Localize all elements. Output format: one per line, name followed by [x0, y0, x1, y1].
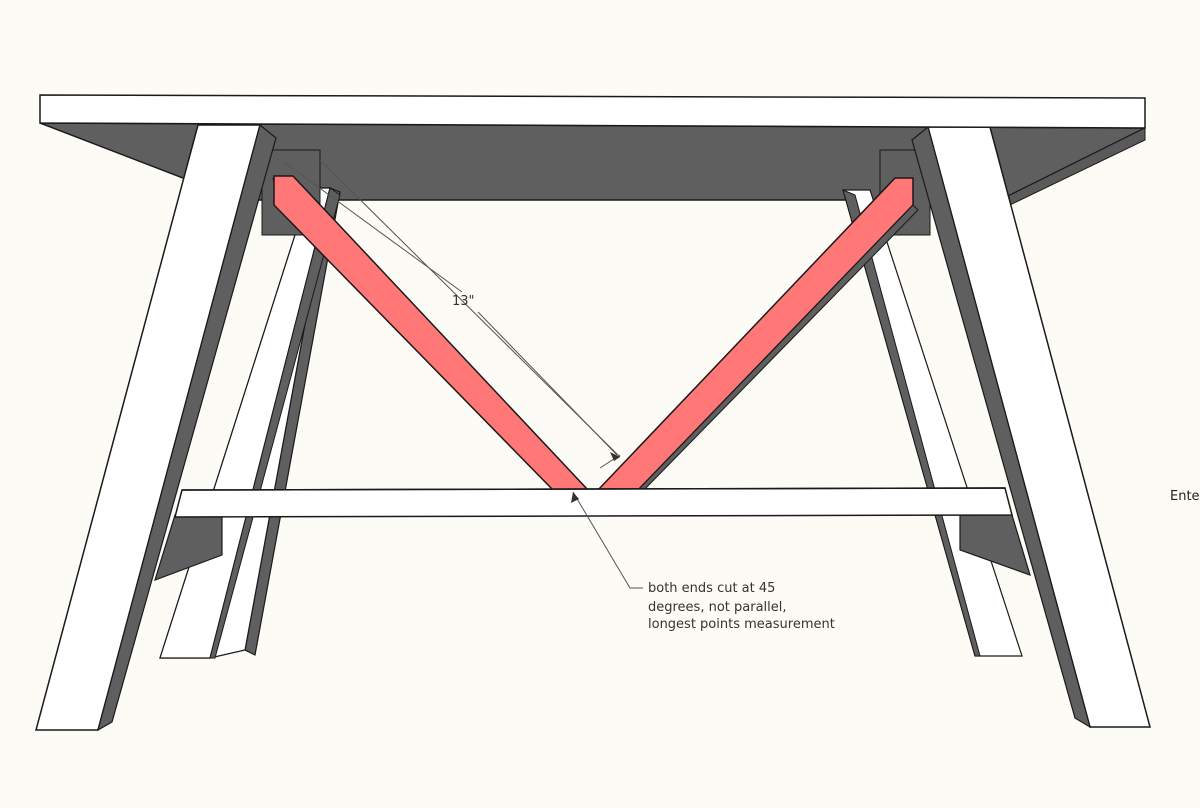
- dimension-label: 13": [452, 294, 475, 309]
- annotation-note: both ends cut at 45 degrees, not paralle…: [648, 581, 835, 632]
- stretcher-rail: [174, 487, 1013, 518]
- annotation-line-1: both ends cut at 45: [648, 581, 775, 596]
- dimension-line: [283, 159, 621, 469]
- left-diagonal-brace: [272, 175, 590, 491]
- right-diagonal-brace: [596, 177, 919, 493]
- annotation-line-3: longest points measurement: [648, 617, 835, 632]
- front-left-leg: [35, 123, 277, 732]
- edge-clipped-text: Ente: [1170, 489, 1200, 504]
- dimension-arrowhead: [610, 452, 620, 461]
- annotation-leader: [571, 491, 643, 589]
- annotation-line-2: degrees, not parallel,: [648, 600, 787, 615]
- leader-arrowhead: [571, 492, 579, 503]
- tabletop: [39, 94, 1146, 129]
